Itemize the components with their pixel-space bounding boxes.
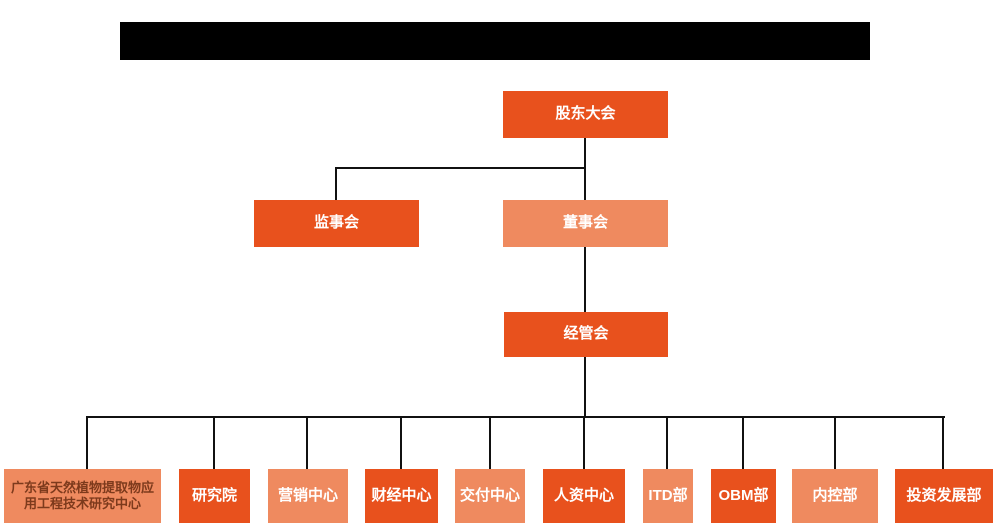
connector-board-to-management <box>584 247 586 312</box>
node-management-committee: 经管会 <box>504 312 668 357</box>
connector-drop <box>942 416 944 470</box>
connector-bus-horizontal <box>87 416 945 418</box>
connector-drop <box>306 416 308 470</box>
node-supervisory-board: 监事会 <box>254 200 419 247</box>
connector-drop <box>834 416 836 470</box>
node-shareholders-meeting: 股东大会 <box>503 91 668 138</box>
connector-drop <box>583 416 585 470</box>
node-dept-marketing-center: 营销中心 <box>268 469 348 523</box>
connector-drop <box>400 416 402 470</box>
connector-drop <box>666 416 668 470</box>
connector-management-to-bus <box>584 357 586 417</box>
connector-drop <box>213 416 215 470</box>
node-dept-finance-center: 财经中心 <box>365 469 438 523</box>
node-dept-research-center: 广东省天然植物提取物应用工程技术研究中心 <box>4 469 161 523</box>
connector-root-to-board <box>584 138 586 200</box>
node-dept-investment-development: 投资发展部 <box>895 469 993 523</box>
node-dept-internal-control: 内控部 <box>792 469 878 523</box>
node-dept-itd: ITD部 <box>643 469 693 523</box>
redacted-title-bar <box>120 22 870 60</box>
node-dept-hr-center: 人资中心 <box>543 469 625 523</box>
connector-branch-horizontal <box>335 167 586 169</box>
node-dept-research-institute: 研究院 <box>179 469 250 523</box>
connector-drop <box>86 416 88 470</box>
node-board-of-directors: 董事会 <box>503 200 668 247</box>
connector-drop <box>489 416 491 470</box>
node-dept-delivery-center: 交付中心 <box>455 469 525 523</box>
connector-to-supervisory-board <box>335 167 337 200</box>
connector-drop <box>742 416 744 470</box>
node-dept-obm: OBM部 <box>711 469 776 523</box>
